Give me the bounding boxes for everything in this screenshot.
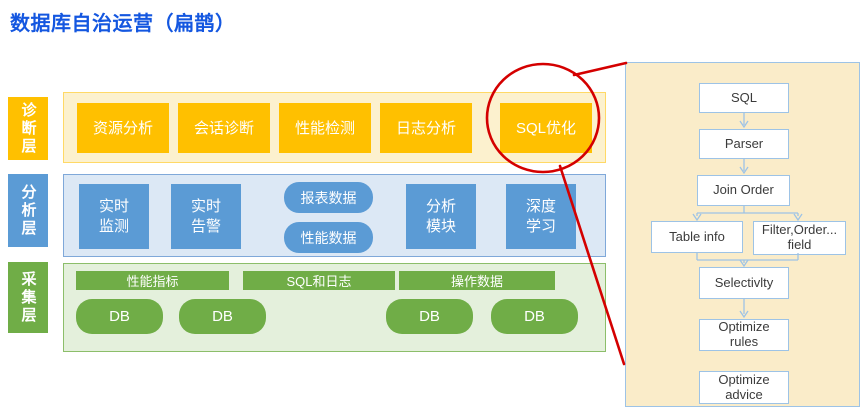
collection-bar-perf-metrics: 性能指标	[76, 271, 229, 290]
analysis-box-analysis-module: 分析 模块	[406, 184, 476, 249]
analysis-box-realtime-monitor: 实时 监测	[79, 184, 149, 249]
analysis-performance-data: 性能数据	[284, 222, 373, 253]
db-cylinder: DB	[386, 299, 473, 334]
flow-node-parser: Parser	[699, 129, 789, 159]
collection-bar-sql-logs: SQL和日志	[243, 271, 395, 290]
analysis-box-realtime-alert: 实时 告警	[171, 184, 241, 249]
flow-node-filter-order-field: Filter,Order... field	[753, 221, 846, 255]
diagnosis-box-performance: 性能检测	[279, 102, 371, 153]
flow-node-selectivity: Selectivlty	[699, 267, 789, 299]
diagnosis-box-log: 日志分析	[380, 102, 472, 153]
analysis-layer-row: 实时 监测 实时 告警 报表数据 性能数据 分析 模块 深度 学习	[63, 174, 606, 257]
collection-layer-row: 性能指标 SQL和日志 操作数据 DB DB DB DB	[63, 263, 606, 352]
flow-node-sql: SQL	[699, 83, 789, 113]
flow-node-optimize-rules: Optimize rules	[699, 319, 789, 351]
analysis-box-deep-learning: 深度 学习	[506, 184, 576, 249]
layer-label-diagnosis: 诊断层	[8, 97, 48, 160]
db-cylinder: DB	[491, 299, 578, 334]
layer-label-collection: 采集层	[8, 262, 48, 333]
layer-label-analysis: 分析层	[8, 174, 48, 247]
page-title: 数据库自治运营（扁鹊）	[10, 13, 236, 35]
flow-node-join-order: Join Order	[697, 175, 790, 206]
collection-bar-op-data: 操作数据	[399, 271, 555, 290]
analysis-report-data: 报表数据	[284, 182, 373, 213]
diagnosis-layer-row: 资源分析 会话诊断 性能检测 日志分析 SQL优化	[63, 92, 606, 163]
db-cylinder: DB	[76, 299, 163, 334]
flow-node-optimize-advice: Optimize advice	[699, 371, 789, 404]
sql-optimize-flow-panel: SQL Parser Join Order Table info Filter,…	[625, 62, 860, 407]
diagnosis-box-sql-optimize: SQL优化	[500, 102, 592, 153]
flow-node-table-info: Table info	[651, 221, 743, 253]
db-cylinder: DB	[179, 299, 266, 334]
diagnosis-box-session: 会话诊断	[178, 102, 270, 153]
diagnosis-box-resource: 资源分析	[77, 102, 169, 153]
